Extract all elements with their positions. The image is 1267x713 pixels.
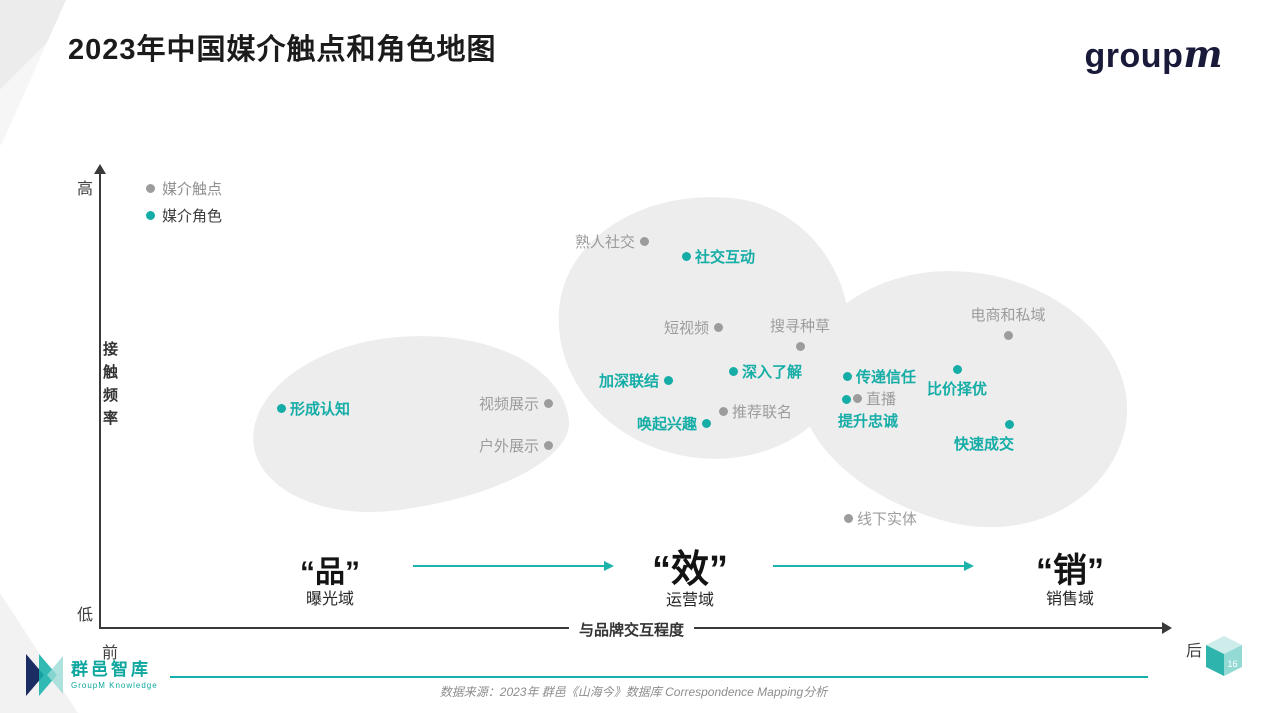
point-dot-icon bbox=[543, 440, 553, 450]
point-dot-icon bbox=[701, 418, 711, 428]
groupm-logo: groupm bbox=[1085, 32, 1223, 76]
zone-operation-title: “效” bbox=[651, 549, 729, 591]
point-dot-icon bbox=[1004, 419, 1014, 429]
zone-arrow-2-icon bbox=[773, 559, 974, 572]
point-label: 视频展示 bbox=[478, 396, 539, 413]
groupm-logo-text: group bbox=[1084, 37, 1184, 75]
point-label: 电商和私域 bbox=[970, 307, 1046, 324]
zone-arrow-1-icon bbox=[413, 559, 614, 572]
point-label: 线下实体 bbox=[857, 511, 918, 528]
point-dot-icon bbox=[1003, 330, 1013, 340]
y-axis-line bbox=[99, 174, 101, 628]
point-label: 社交互动 bbox=[695, 249, 756, 266]
zone-sales-subtitle: 销售域 bbox=[1045, 591, 1095, 608]
y-axis-max-label: 高 bbox=[77, 181, 94, 198]
page-number: 16 bbox=[1227, 659, 1237, 669]
point-label: 唤起兴趣 bbox=[636, 416, 697, 433]
point-label: 直播 bbox=[866, 391, 897, 408]
zone-operation-subtitle: 运营域 bbox=[665, 592, 715, 609]
point-label: 提升忠诚 bbox=[838, 413, 899, 430]
legend-label-role: 媒介角色 bbox=[162, 208, 223, 225]
point-dot-icon bbox=[728, 366, 738, 376]
footer-logo-en: GroupM Knowledge bbox=[71, 680, 158, 690]
y-axis-min-label: 低 bbox=[77, 607, 94, 624]
point-label: 推荐联名 bbox=[732, 404, 793, 421]
x-axis-arrow-icon bbox=[1162, 622, 1172, 634]
point-dot-icon bbox=[276, 403, 286, 413]
point-label: 短视频 bbox=[663, 320, 709, 337]
groupm-knowledge-mark-icon bbox=[26, 654, 63, 696]
groupm-logo-m: m bbox=[1183, 32, 1223, 76]
point-label: 熟人社交 bbox=[574, 234, 635, 251]
point-label: 比价择优 bbox=[926, 381, 988, 398]
point-label: 搜寻种草 bbox=[769, 318, 831, 335]
point-dot-icon bbox=[841, 394, 851, 404]
legend-item-role: 媒介角色 bbox=[146, 202, 222, 229]
page-title: 2023年中国媒介触点和角色地图 bbox=[68, 34, 497, 66]
legend-label-touchpoint: 媒介触点 bbox=[162, 181, 223, 198]
point-dot-icon bbox=[952, 364, 962, 374]
point-dot-icon bbox=[795, 341, 805, 351]
point-dot-icon bbox=[713, 322, 723, 332]
x-axis-min-label: 前 bbox=[102, 645, 119, 662]
point-label: 传递信任 bbox=[856, 369, 917, 386]
footer-logo-cn: 群邑智库 bbox=[71, 659, 151, 679]
point-label: 形成认知 bbox=[290, 401, 351, 418]
groupm-knowledge-text: 群邑智库 GroupM Knowledge bbox=[71, 659, 158, 690]
page-number-cube-icon: 16 bbox=[1206, 636, 1242, 676]
footer-divider bbox=[170, 676, 1148, 678]
point-dot-icon bbox=[842, 371, 852, 381]
point-dot-icon bbox=[639, 236, 649, 246]
point-label: 深入了解 bbox=[742, 364, 803, 381]
x-axis-title: 与品牌交互程度 bbox=[569, 616, 695, 643]
legend-item-touchpoint: 媒介触点 bbox=[146, 175, 222, 202]
zone-exposure-subtitle: 曝光域 bbox=[305, 591, 355, 608]
point-dot-icon bbox=[663, 375, 673, 385]
zone-exposure-title: “品” bbox=[300, 556, 360, 589]
point-dot-icon bbox=[843, 513, 853, 523]
point-dot-icon bbox=[718, 406, 728, 416]
point-label: 加深联结 bbox=[598, 373, 659, 390]
data-source-note: 数据来源：2023年 群邑《山海今》数据库 Correspondence Map… bbox=[439, 685, 828, 699]
zone-sales-title: “销” bbox=[1036, 552, 1104, 590]
point-dot-icon bbox=[852, 393, 862, 403]
legend-dot-touchpoint-icon bbox=[146, 184, 155, 193]
x-axis-max-label: 后 bbox=[1186, 643, 1203, 660]
y-axis-title: 接触频率 bbox=[102, 341, 118, 427]
legend-dot-role-icon bbox=[146, 211, 155, 220]
legend: 媒介触点 媒介角色 bbox=[146, 175, 222, 229]
point-dot-icon bbox=[543, 398, 553, 408]
point-label: 快速成交 bbox=[953, 436, 1014, 453]
groupm-knowledge-logo: 群邑智库 GroupM Knowledge bbox=[24, 654, 158, 696]
point-dot-icon bbox=[681, 251, 691, 261]
y-axis-arrow-icon bbox=[94, 164, 106, 174]
point-label: 户外展示 bbox=[478, 438, 539, 455]
